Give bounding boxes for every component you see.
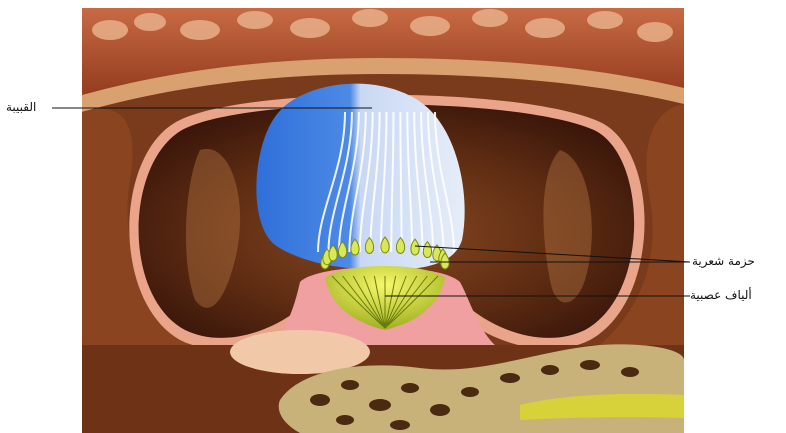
label-hair-bundle: حزمة شعرية (692, 254, 755, 268)
label-nerve-fibers: ألياف عصبية (690, 288, 752, 302)
label-cupula: القبيبة (6, 100, 36, 114)
